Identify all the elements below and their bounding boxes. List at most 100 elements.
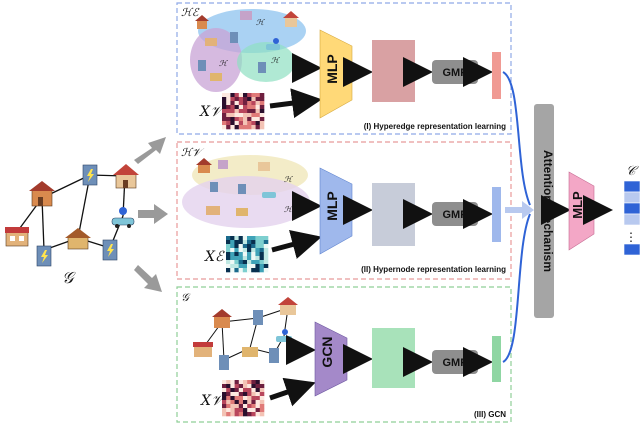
connector-edge (502, 71, 531, 206)
attention-block: Attention mechanism (534, 104, 555, 318)
hidden-embedding (372, 40, 415, 102)
heatmap-cell (222, 121, 227, 126)
heatmap-cell (251, 256, 256, 261)
heatmap-cell (259, 248, 265, 253)
svg-text:ℋ: ℋ (284, 205, 293, 214)
heatmap-cell (255, 125, 261, 130)
heatmap-cell (230, 264, 235, 269)
heatmap-cell (255, 256, 260, 261)
heatmap-cell (226, 97, 231, 102)
heatmap-cell (230, 109, 235, 114)
heatmap-cell (230, 408, 235, 413)
heatmap-cell (230, 256, 235, 261)
heatmap-cell (230, 93, 235, 98)
heatmap-cell (251, 380, 256, 385)
heatmap-cell (247, 117, 252, 122)
heatmap-cell (234, 113, 240, 118)
heatmap-cell (247, 408, 252, 413)
heatmap-cell (242, 244, 248, 249)
panel-gcn: 𝒢 X𝒱 (176, 286, 512, 423)
heatmap-cell (251, 113, 256, 118)
heatmap-cell (251, 396, 256, 401)
heatmap-cell (238, 244, 244, 249)
heatmap-cell (251, 105, 256, 110)
heatmap-cell (247, 392, 252, 397)
heatmap-cell (247, 384, 252, 389)
heatmap-cell (263, 260, 269, 265)
heatmap-cell (234, 400, 240, 405)
heatmap-cell (242, 264, 248, 269)
heatmap-cell (263, 264, 269, 269)
pool-label: GMP (442, 357, 467, 369)
heatmap-cell (230, 412, 235, 417)
heatmap-cell (247, 388, 252, 393)
hypergraph-ellipses: ℋ ℋ ℋ (190, 9, 306, 92)
heatmap-cell (259, 93, 265, 98)
heatmap-cell (222, 101, 227, 106)
heatmap-cell (238, 113, 244, 118)
heatmap-cell (226, 384, 231, 389)
heatmap-cell (226, 101, 231, 106)
heatmap-cell (243, 105, 248, 110)
heatmap-cell (251, 93, 256, 98)
pool-label: GMP (442, 209, 467, 221)
arrow-features-to-encoder (269, 377, 316, 407)
pool-block: GMP (432, 202, 478, 226)
heatmap-cell (234, 412, 240, 417)
attention-label: Attention mechanism (541, 150, 555, 272)
heatmap-cell (259, 268, 265, 273)
heatmap-cell (230, 97, 235, 102)
heatmap-cell (259, 236, 265, 241)
heatmap-cell (230, 392, 235, 397)
heatmap-cell (230, 121, 235, 126)
heatmap-cell (259, 244, 265, 249)
heatmap-cell (247, 113, 252, 118)
heatmap-cell (242, 236, 248, 241)
encoder-block: MLP (319, 29, 353, 119)
heatmap-cell (226, 392, 231, 397)
connector-node (505, 201, 534, 219)
heatmap-cell (247, 412, 252, 417)
heatmap-cell (242, 240, 248, 245)
heatmap-cell (230, 101, 235, 106)
heatmap-cell (226, 400, 231, 405)
heatmap-cell (234, 121, 240, 126)
heatmap-cell (251, 244, 256, 249)
heatmap-cell (230, 388, 235, 393)
panel-hyperedge: ℋℰ ℋ ℋ ℋ X𝒱 MLP (176, 2, 512, 135)
heatmap-cell (222, 105, 227, 110)
heatmap-cell (263, 244, 269, 249)
heatmap-cell (255, 412, 261, 417)
svg-text:ℋ: ℋ (284, 175, 293, 184)
heatmap-cell (251, 236, 256, 241)
heatmap-cell (226, 248, 231, 253)
heatmap-cell (238, 260, 244, 265)
arrow-to-edge-panel (134, 137, 166, 164)
svg-text:ℋ: ℋ (219, 59, 228, 68)
heatmap-cell (222, 93, 227, 98)
heatmap-cell (222, 412, 227, 417)
heatmap-cell (247, 121, 252, 126)
heatmap-cell (247, 109, 252, 114)
heatmap-cell (243, 388, 248, 393)
heatmap-cell (247, 268, 252, 273)
heatmap-cell (251, 97, 256, 102)
heatmap-cell (234, 256, 239, 261)
heatmap-cell (226, 412, 231, 417)
feature-matrix (226, 236, 269, 273)
heatmap-cell (222, 380, 227, 385)
heatmap-cell (242, 252, 248, 257)
heatmap-cell (259, 125, 265, 130)
set-label: 𝒢 (181, 291, 191, 304)
heatmap-cell (255, 101, 261, 106)
heatmap-cell (230, 113, 235, 118)
heatmap-cell (247, 404, 252, 409)
connector-gcn (502, 213, 531, 363)
heatmap-cell (251, 412, 256, 417)
final-mlp-block: MLP (568, 171, 595, 251)
heatmap-cell (243, 97, 248, 102)
heatmap-cell (234, 396, 240, 401)
feature-label: X𝒱 (200, 393, 227, 409)
heatmap-cell (255, 404, 261, 409)
heatmap-cell (238, 117, 244, 122)
